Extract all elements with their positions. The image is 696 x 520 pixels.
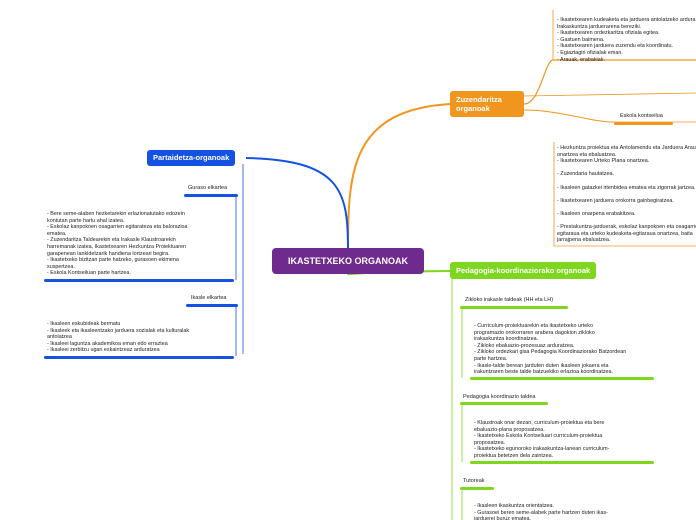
ikasle-elkartea-note-underline [44, 356, 234, 359]
eskola-kontseilua-topic[interactable]: Eskola kontseilua [620, 113, 663, 119]
pedagogia-koordinaziorako-topic[interactable]: Pedagogia-koordinaziorako organoak [450, 262, 597, 279]
ikasle-elkartea-underline [186, 304, 238, 307]
guraso-elkartea-note-underline [44, 279, 234, 282]
connector-zuzendaritza-top [523, 59, 696, 105]
partaidetza-organoak-topic[interactable]: Partaidetza-organoak [147, 150, 236, 166]
tutoreak-underline [460, 487, 494, 490]
zuzendaritza-organoak-topic[interactable]: Zuzendaritza organoak [450, 91, 524, 117]
central-topic[interactable]: IKASTETXEKO ORGANOAK [272, 248, 424, 274]
eskola-kontseilua-note[interactable]: - Hezkuntza proiektua eta Antolamendu et… [557, 145, 696, 243]
tutoreak-note[interactable]: - Ikasleen ikaskuntza orientatzea. - Gur… [474, 503, 608, 520]
zikloko-note-underline [470, 377, 654, 380]
zikloko-underline [460, 306, 568, 309]
pedagogia-koordinazio-taldea-topic[interactable]: Pedagogia koordinazio taldea [463, 394, 536, 400]
connector-zuzendaritza-right [523, 92, 696, 97]
zikloko-note[interactable]: - Curriculum-proiektuarekin eta ikastetx… [474, 323, 627, 376]
tutoreak-topic[interactable]: Tutoreak [463, 478, 485, 484]
koordinazio-note[interactable]: - Klaustroak onar dezan, curriculum-proi… [474, 420, 610, 459]
connector-central-partaidetza [245, 157, 349, 249]
koordinazio-note-underline [470, 461, 654, 464]
ikasle-elkartea-topic[interactable]: Ikasle elkartea [191, 295, 227, 301]
connector-zuzendaritza-eskola [523, 109, 615, 123]
guraso-elkartea-underline [184, 194, 238, 197]
guraso-elkartea-topic[interactable]: Guraso elkartea [188, 185, 228, 191]
zuzendaritza-note[interactable]: - Ikastetxearen kudeaketa eta jarduera a… [557, 17, 696, 63]
guraso-elkartea-note[interactable]: - Bere seme-alaben hezketarekin erlazion… [47, 211, 188, 277]
ikasle-elkartea-note[interactable]: - Ikasleen eskubideak bermatu - Ikasleek… [47, 321, 190, 354]
connector-eskola-text [553, 142, 696, 247]
eskola-kontseilua-underline [614, 122, 673, 125]
zikloko-irakasle-taldeak-topic[interactable]: Zikloko irakasle taldeak (HH eta LH) [465, 297, 554, 303]
koordinazio-underline [460, 402, 548, 405]
connector-central-zuzendaritza [347, 103, 451, 249]
